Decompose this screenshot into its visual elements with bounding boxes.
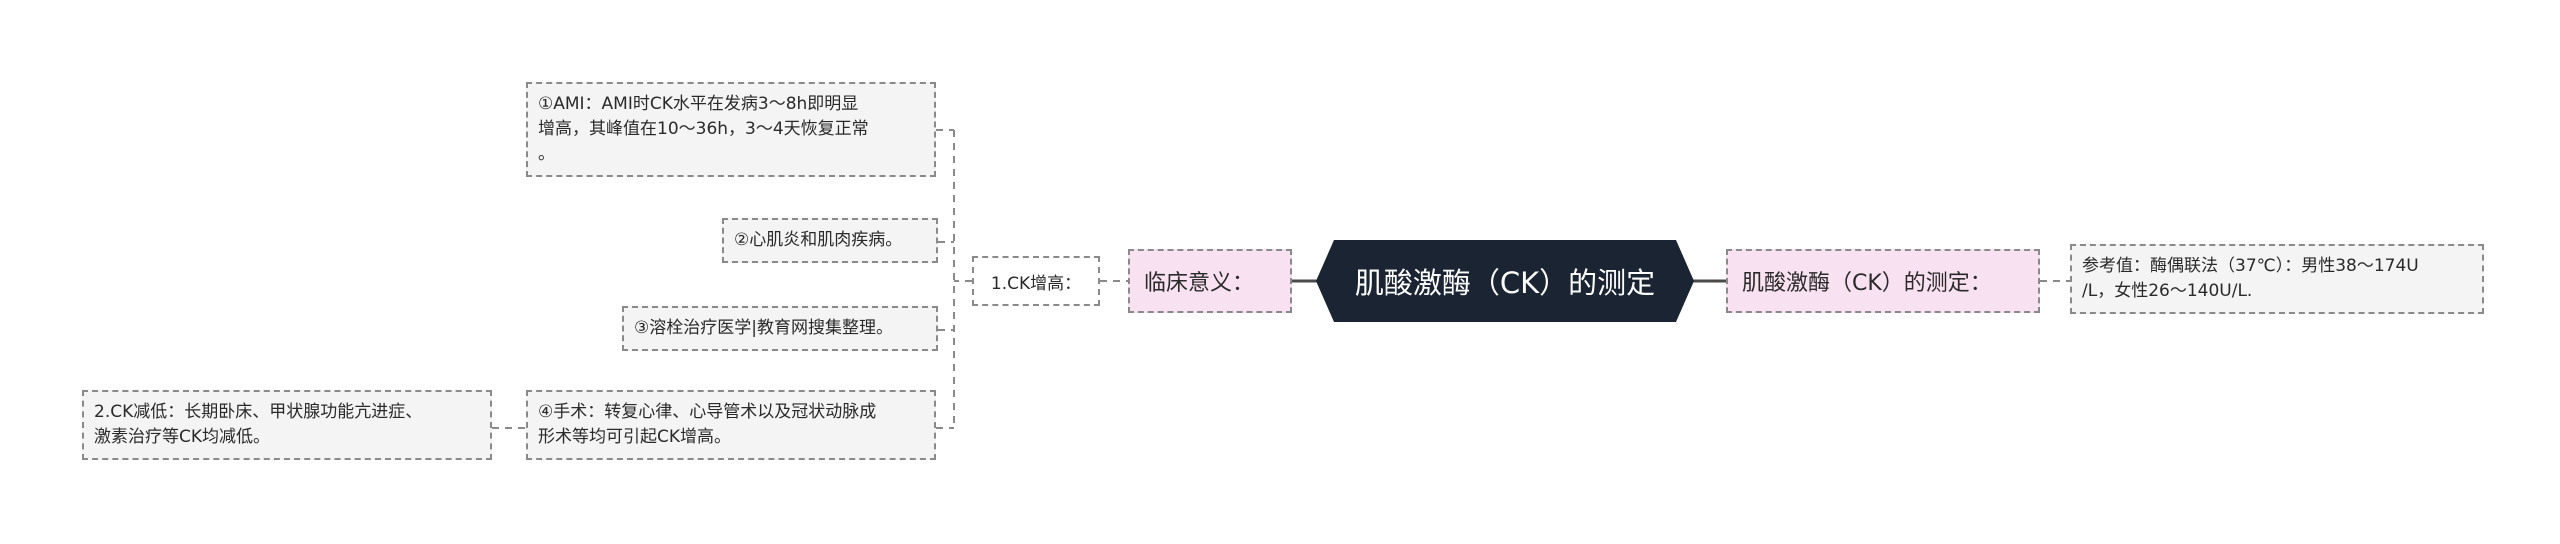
center-topic-shape [1316, 240, 1694, 322]
note-myocarditis[interactable]: ②心肌炎和肌肉疾病。 [722, 218, 938, 263]
note-surgery-line: 形术等均可引起CK增高。 [538, 427, 732, 447]
note-ami[interactable]: ①AMI：AMI时CK水平在发病3～8h即明显 增高，其峰值在10～36h，3～… [526, 82, 936, 177]
note-ck-decrease[interactable]: 2.CK减低：长期卧床、甲状腺功能亢进症、 激素治疗等CK均减低。 [82, 390, 492, 460]
note-surgery[interactable]: ④手术：转复心律、心导管术以及冠状动脉成 形术等均可引起CK增高。 [526, 390, 936, 460]
note-surgery-line: ④手术：转复心律、心导管术以及冠状动脉成 [538, 402, 877, 422]
note-myocarditis-line: ②心肌炎和肌肉疾病。 [734, 230, 903, 250]
subtopic-ck-increase-title: 1.CK增高： [990, 273, 1082, 294]
branch-clinical-significance-title: 临床意义： [1144, 271, 1255, 296]
note-reference-values[interactable]: 参考值：酶偶联法（37℃）：男性38～174U /L，女性26～140U/L. [2070, 244, 2484, 314]
branch-ck-measurement-title: 肌酸激酶（CK）的测定： [1742, 271, 1992, 296]
branch-clinical-significance[interactable]: 临床意义： [1128, 249, 1292, 313]
note-reference-line: 参考值：酶偶联法（37℃）：男性38～174U [2082, 256, 2419, 276]
note-thrombolysis[interactable]: ③溶栓治疗医学|教育网搜集整理。 [622, 306, 938, 351]
connector-group-trunk [953, 130, 972, 428]
note-ami-line: 增高，其峰值在10～36h，3～4天恢复正常 [538, 119, 869, 139]
note-ck-decrease-line: 激素治疗等CK均减低。 [94, 427, 271, 447]
subtopic-ck-increase[interactable]: 1.CK增高： [972, 256, 1100, 306]
note-ami-line: ①AMI：AMI时CK水平在发病3～8h即明显 [538, 94, 859, 114]
note-ami-line: 。 [538, 144, 555, 164]
note-reference-line: /L，女性26～140U/L. [2082, 281, 2253, 301]
note-thrombolysis-line: ③溶栓治疗医学|教育网搜集整理。 [634, 318, 893, 338]
note-ck-decrease-line: 2.CK减低：长期卧床、甲状腺功能亢进症、 [94, 402, 423, 422]
center-topic[interactable]: 肌酸激酶（CK）的测定 [1316, 240, 1694, 322]
branch-ck-measurement[interactable]: 肌酸激酶（CK）的测定： [1726, 249, 2040, 313]
center-topic-title: 肌酸激酶（CK）的测定 [1354, 266, 1656, 300]
